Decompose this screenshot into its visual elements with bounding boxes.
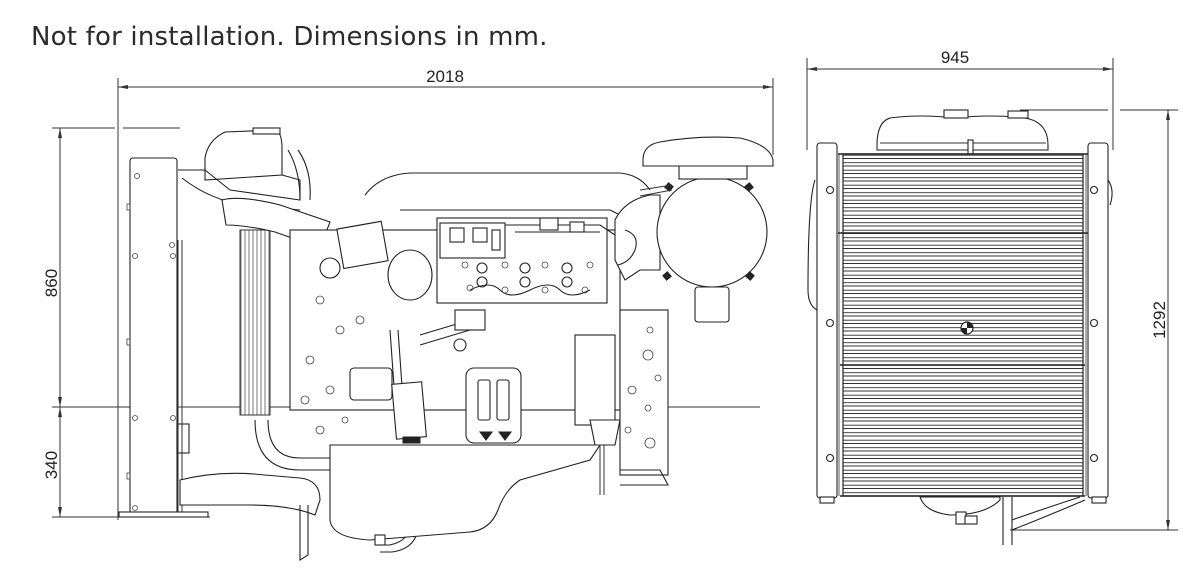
tank-cap <box>252 127 281 135</box>
bracket <box>176 423 190 454</box>
bottom-tank <box>919 496 1001 516</box>
engine-side-view <box>118 127 774 561</box>
radiator-front-view <box>807 109 1113 545</box>
frame-bolts <box>825 185 1099 463</box>
oil-cooler <box>465 367 522 444</box>
center-of-gravity-icon <box>960 321 974 335</box>
lower-height-label: 340 <box>42 451 61 479</box>
flywheel-housing <box>619 309 669 476</box>
left-hose <box>807 179 818 311</box>
upper-height-label: 860 <box>42 269 61 297</box>
lower-hose <box>179 472 321 516</box>
air-filter <box>656 176 768 288</box>
fuel-prefilter <box>589 419 621 446</box>
valve-cover-outline <box>364 172 651 196</box>
air-intake-cap <box>642 136 774 167</box>
width-dimension-label: 945 <box>941 48 969 67</box>
air-filter-outlet <box>694 286 730 323</box>
radiator-side-panel <box>129 157 178 515</box>
length-dimension-label: 2018 <box>426 67 464 86</box>
top-expansion-tank <box>876 115 1049 151</box>
base-foot <box>118 511 209 518</box>
front-view-dimensions: 945 1292 <box>806 48 1178 531</box>
expansion-tank <box>204 129 283 181</box>
disclaimer-note: Not for installation. Dimensions in mm. <box>31 22 548 52</box>
support-post <box>1002 497 1013 545</box>
injector-row <box>461 261 594 296</box>
filler-cap <box>943 109 969 119</box>
starter-housing <box>574 334 616 426</box>
top-cap <box>1007 110 1029 119</box>
sensor-module <box>336 220 389 270</box>
fuel-filter <box>391 381 427 440</box>
oil-pan <box>329 444 602 541</box>
turbo-bracket <box>614 194 661 281</box>
fan-core <box>239 229 271 416</box>
oil-filter-housing <box>387 249 433 301</box>
height-dimension-label: 1292 <box>1150 301 1169 339</box>
